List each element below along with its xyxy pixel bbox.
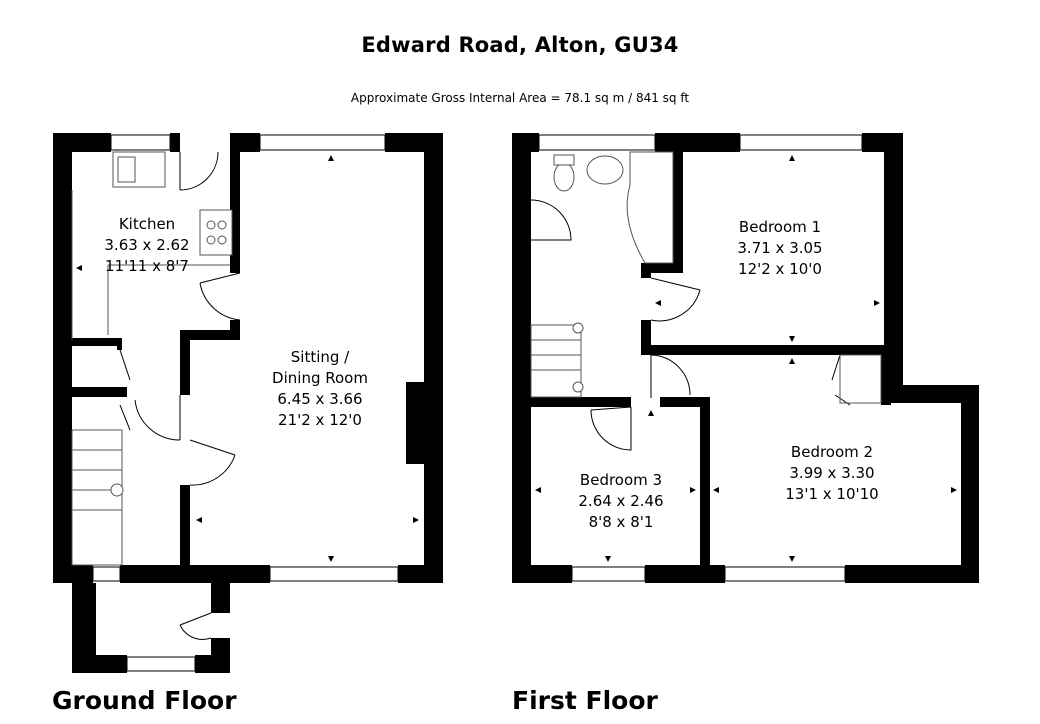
room-name-line2: Dining Room: [272, 369, 368, 387]
room-name: Bedroom 1: [738, 218, 822, 236]
first-floor-stairs: [530, 322, 584, 398]
ground-stairs: [71, 429, 124, 566]
floor-label-first: First Floor: [512, 686, 658, 715]
floor-label-ground: Ground Floor: [52, 686, 237, 715]
page-title: Edward Road, Alton, GU34: [361, 33, 679, 57]
room-label-bedroom-1: Bedroom 1 3.71 x 3.05 12'2 x 10'0: [737, 217, 822, 280]
room-imperial: 13'1 x 10'10: [785, 485, 879, 503]
room-imperial: 12'2 x 10'0: [738, 260, 822, 278]
room-label-bedroom-3: Bedroom 3 2.64 x 2.46 8'8 x 8'1: [578, 470, 663, 533]
room-metric: 2.64 x 2.46: [578, 492, 664, 510]
door-swings: [119, 151, 851, 640]
room-name: Sitting /: [290, 348, 350, 366]
room-metric: 6.45 x 3.66: [277, 390, 363, 408]
gross-area-caption: Approximate Gross Internal Area = 78.1 s…: [350, 91, 690, 105]
ground-floor-walls: [53, 133, 443, 673]
room-metric: 3.71 x 3.05: [737, 239, 823, 257]
room-name: Bedroom 3: [579, 471, 663, 489]
first-floor-walls: [512, 133, 979, 583]
room-label-kitchen: Kitchen 3.63 x 2.62 11'11 x 8'7: [104, 214, 189, 277]
room-metric: 3.63 x 2.62: [104, 236, 190, 254]
room-name: Kitchen: [118, 215, 176, 233]
room-name: Bedroom 2: [790, 443, 874, 461]
room-imperial: 11'11 x 8'7: [105, 257, 189, 275]
room-imperial: 8'8 x 8'1: [588, 513, 654, 531]
fixtures: [71, 151, 882, 566]
room-metric: 3.99 x 3.30: [789, 464, 875, 482]
room-imperial: 21'2 x 12'0: [278, 411, 362, 429]
room-label-bedroom-2: Bedroom 2 3.99 x 3.30 13'1 x 10'10: [785, 442, 878, 505]
dimension-markers: [76, 155, 957, 562]
windows: [92, 134, 863, 672]
room-label-sitting-dining: Sitting / Dining Room 6.45 x 3.66 21'2 x…: [272, 347, 368, 431]
